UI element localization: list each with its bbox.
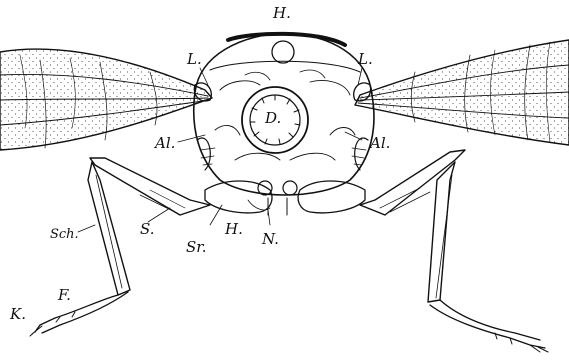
heart-vessel [272,41,294,63]
nerve-ganglion-left [258,181,272,195]
label-right-al: Al. [370,136,390,151]
label-bottom-h: H. [225,222,243,237]
label-left-l: L. [187,52,202,67]
label-left-al: Al. [155,136,175,151]
right-wing [355,40,569,145]
label-top-heart: H. [273,6,291,21]
label-right-l: L. [358,52,373,67]
left-leg [30,158,210,336]
label-n: N. [262,232,279,247]
label-sch: Sch. [50,228,79,241]
ventral-region [205,181,365,215]
thorax-body [194,33,374,195]
left-wing [0,49,212,150]
label-sr: Sr. [186,240,207,255]
right-leg [360,150,548,352]
nerve-ganglion-right [283,181,297,195]
label-s: S. [140,222,155,237]
label-k: K. [10,307,26,322]
label-center-d: D. [265,111,281,126]
label-f: F. [58,288,71,303]
